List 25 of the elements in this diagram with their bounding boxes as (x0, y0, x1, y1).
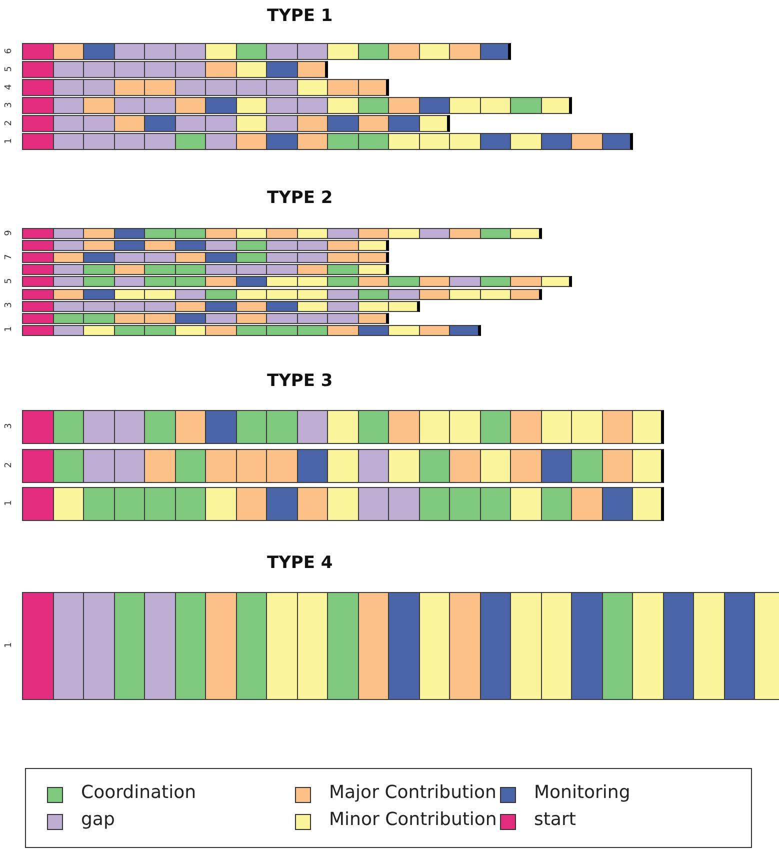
row-label: 1 (4, 641, 14, 650)
legend-label: Monitoring (534, 782, 630, 803)
row-label: 5 (4, 277, 14, 286)
legend-label: Major Contribution (329, 782, 496, 803)
row-label: 3 (4, 100, 14, 110)
row-label: 9 (4, 228, 14, 238)
legend-label: Minor Contribution (329, 809, 497, 830)
legend-label: Coordination (81, 782, 196, 803)
legend-label: start (534, 809, 576, 830)
row-label: 6 (4, 46, 14, 56)
row-label: 4 (4, 82, 14, 92)
row-label: 3 (4, 422, 14, 431)
panel-title: TYPE 4 (267, 553, 333, 573)
row-label: 1 (4, 499, 14, 508)
panel-title: TYPE 1 (267, 6, 333, 26)
row-label: 1 (4, 136, 14, 146)
row-label: 2 (4, 118, 14, 128)
row-label: 7 (4, 252, 14, 262)
panel-title: TYPE 2 (267, 188, 333, 208)
legend-label: gap (81, 809, 115, 830)
row-label: 1 (4, 325, 14, 334)
panel-title: TYPE 3 (267, 371, 333, 391)
row-label: 3 (4, 301, 14, 310)
row-label: 5 (4, 64, 14, 74)
row-label: 2 (4, 460, 14, 470)
